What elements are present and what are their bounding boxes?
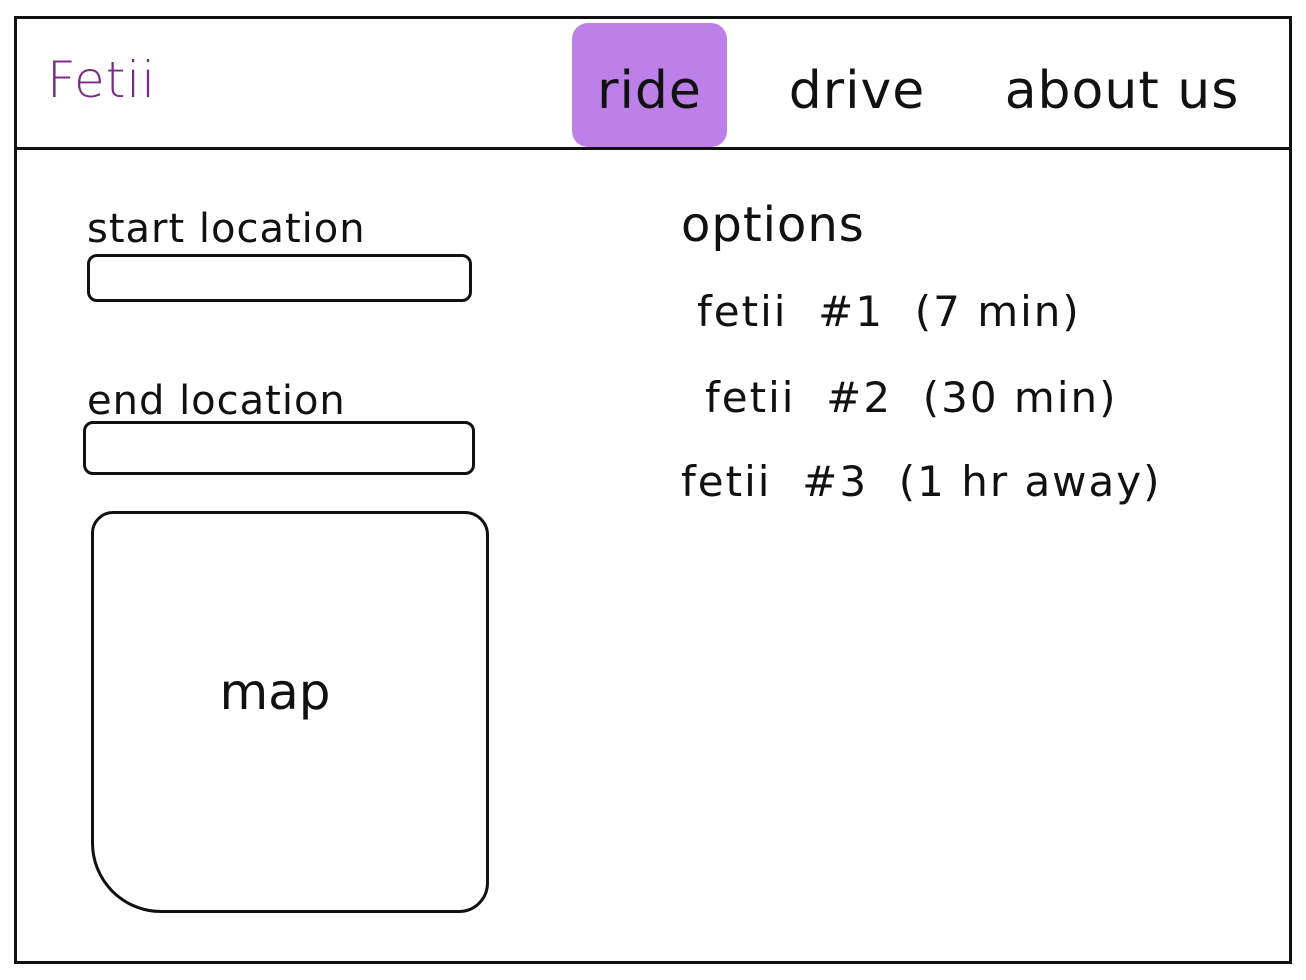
logo[interactable]: Fetii — [47, 51, 157, 109]
start-location-label: start location — [87, 206, 366, 252]
start-location-input[interactable] — [87, 254, 472, 302]
end-location-label: end location — [87, 378, 346, 424]
map-label: map — [219, 663, 331, 721]
ride-option-1[interactable]: fetii #1 (7 min) — [697, 287, 1081, 336]
top-nav: Fetii ride drive about us — [17, 19, 1289, 150]
nav-about-us-tab[interactable]: about us — [1004, 61, 1240, 121]
ride-option-2[interactable]: fetii #2 (30 min) — [705, 373, 1118, 422]
nav-drive-tab[interactable]: drive — [788, 61, 926, 121]
end-location-input[interactable] — [83, 421, 475, 475]
options-heading: options — [681, 197, 865, 253]
map-panel[interactable]: map — [91, 511, 489, 913]
app-frame: Fetii ride drive about us start location… — [14, 16, 1292, 964]
nav-ride-tab[interactable]: ride — [572, 23, 727, 147]
ride-option-3[interactable]: fetii #3 (1 hr away) — [681, 457, 1162, 506]
